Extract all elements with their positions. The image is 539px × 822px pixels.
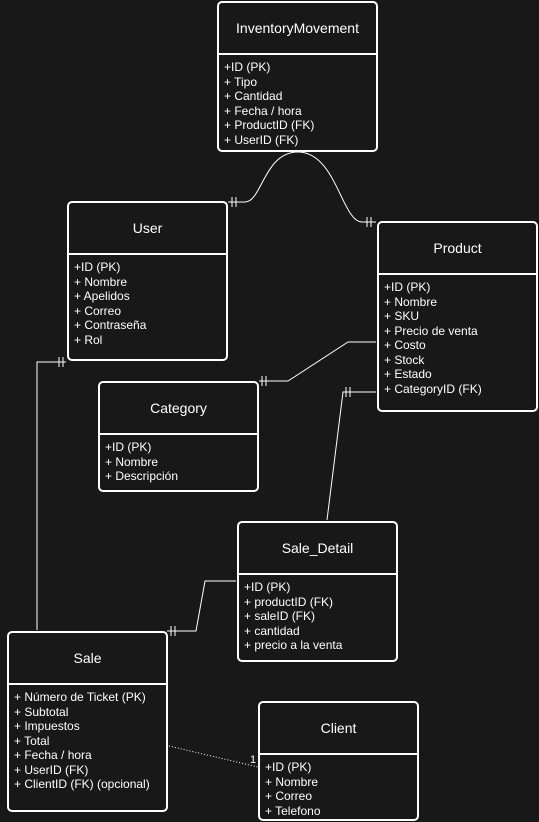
attribute: +ID (PK) xyxy=(265,760,312,774)
attribute: + Nombre xyxy=(384,294,438,309)
entity-title: Sale_Detail xyxy=(239,523,396,575)
attribute: + CategoryID (FK) xyxy=(384,381,482,396)
attribute: + productID (FK) xyxy=(244,594,334,609)
entity-category[interactable]: Category +ID (PK) + Nombre + Descripción xyxy=(98,381,259,492)
entity-client[interactable]: Client +ID (PK) + Nombre + Correo + Tele… xyxy=(258,701,419,821)
attribute-list: +ID (PK) + productID (FK) + saleID (FK) … xyxy=(239,575,396,653)
entity-title: Category xyxy=(100,383,257,435)
entity-title: Client xyxy=(260,703,417,755)
attribute: + Cantidad xyxy=(224,89,283,103)
attribute: + UserID (FK) xyxy=(14,762,89,777)
attribute: + Número de Ticket (PK) xyxy=(14,690,146,704)
attribute: + Precio de venta xyxy=(384,323,478,338)
attribute: + precio a la venta xyxy=(244,638,343,652)
attribute: + Costo xyxy=(384,338,426,352)
attribute: + Nombre xyxy=(265,774,319,789)
entity-title: User xyxy=(69,203,226,255)
attribute: + Fecha / hora xyxy=(14,748,92,762)
edge-user-sale xyxy=(36,361,66,630)
entity-title: InventoryMovement xyxy=(219,3,376,55)
attribute: + Correo xyxy=(74,303,122,318)
entity-sale[interactable]: Sale + Número de Ticket (PK) + Subtotal … xyxy=(7,631,168,812)
attribute: + Stock xyxy=(384,352,425,367)
attribute: + Subtotal xyxy=(14,704,69,719)
attribute: + Apelidos xyxy=(74,289,130,303)
edge-saledetail-product xyxy=(326,391,376,521)
attribute: +ID (PK) xyxy=(105,440,152,454)
edge-category-product xyxy=(259,341,376,382)
attribute: + Nombre xyxy=(74,274,128,289)
entity-title: Sale xyxy=(9,633,166,685)
attribute: + Nombre xyxy=(105,454,159,469)
attribute: + Correo xyxy=(265,789,313,803)
attribute: +ID (PK) xyxy=(384,280,431,294)
entity-sale-detail[interactable]: Sale_Detail +ID (PK) + productID (FK) + … xyxy=(237,521,398,662)
entity-user[interactable]: User +ID (PK) + Nombre + Apelidos + Corr… xyxy=(67,201,228,361)
attribute: + cantidad xyxy=(244,623,300,638)
edge-sale-saledetail xyxy=(167,580,236,632)
attribute: + Fecha / hora xyxy=(224,103,302,118)
attribute: + SKU xyxy=(384,309,420,323)
attribute: + Total xyxy=(14,733,50,748)
edge-inventory-product xyxy=(297,151,376,223)
attribute: + Tipo xyxy=(224,74,258,89)
relation-label-sale-client: 1 xyxy=(250,754,257,766)
entity-product[interactable]: Product +ID (PK) + Nombre + SKU + Precio… xyxy=(377,221,538,412)
attribute-list: +ID (PK) + Tipo + Cantidad + Fecha / hor… xyxy=(219,55,376,147)
edge-inventory-user xyxy=(228,151,299,203)
entity-inventory-movement[interactable]: InventoryMovement +ID (PK) + Tipo + Cant… xyxy=(217,1,378,152)
attribute: + Telefono xyxy=(265,803,321,818)
attribute: + saleID (FK) xyxy=(244,609,316,623)
attribute: + Descripción xyxy=(105,469,179,483)
attribute: + Contraseña xyxy=(74,318,147,332)
attribute-list: +ID (PK) + Nombre + SKU + Precio de vent… xyxy=(379,275,536,396)
attribute: + ClientID (FK) (opcional) xyxy=(14,777,150,791)
attribute: + ProductID (FK) xyxy=(224,118,315,132)
attribute: +ID (PK) xyxy=(224,60,271,74)
attribute-list: + Número de Ticket (PK) + Subtotal + Imp… xyxy=(9,685,166,792)
attribute: + Rol xyxy=(74,332,103,347)
attribute: +ID (PK) xyxy=(74,260,121,274)
attribute: + Impuestos xyxy=(14,719,80,733)
attribute: + UserID (FK) xyxy=(224,132,299,147)
edge-sale-client xyxy=(168,745,259,768)
attribute: + Estado xyxy=(384,367,432,381)
attribute-list: +ID (PK) + Nombre + Correo + Telefono xyxy=(260,755,417,818)
entity-title: Product xyxy=(379,223,536,275)
attribute-list: +ID (PK) + Nombre + Descripción xyxy=(100,435,257,484)
attribute-list: +ID (PK) + Nombre + Apelidos + Correo + … xyxy=(69,255,226,347)
attribute: +ID (PK) xyxy=(244,580,291,594)
